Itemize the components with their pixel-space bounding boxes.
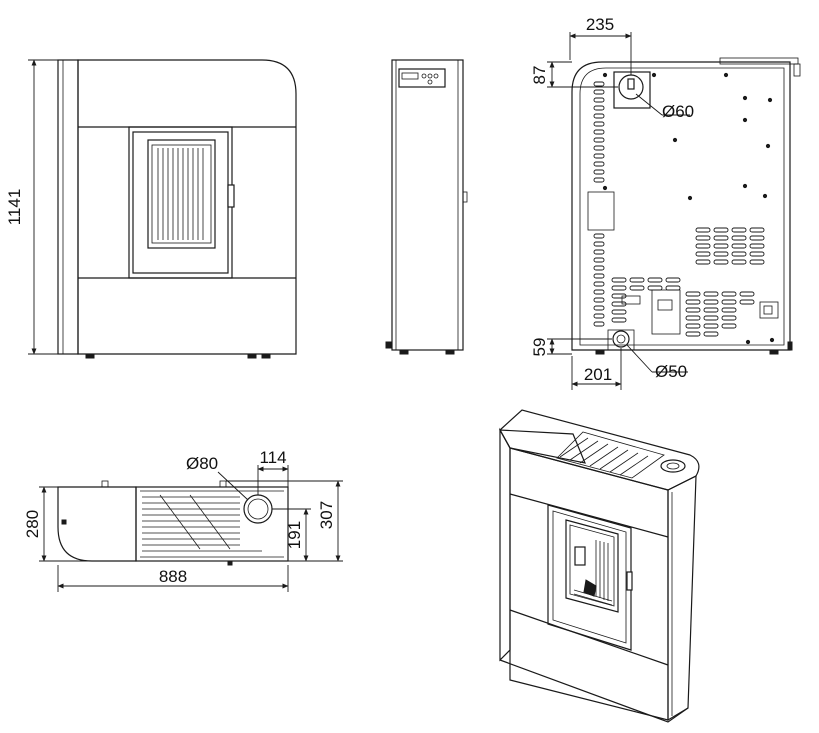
top-view: Ø80 114 280 191 307 888 [23,448,343,592]
rear-air-inlet [612,330,630,348]
iso-flue-outlet [660,459,686,473]
rear-left-vents [593,81,605,327]
control-panel [398,68,446,88]
rear-flue-plate [613,71,651,109]
rear-inlet-diameter-label: Ø50 [655,362,687,381]
front-height-label: 1141 [5,189,24,226]
top-depth-label: 280 [23,510,42,538]
front-firebox-grate [157,148,204,240]
rear-mounting-holes [602,72,773,201]
iso-firebox [573,540,613,606]
side-view [385,59,468,355]
door-handle [227,184,235,208]
rear-inlet-bottom-label: 59 [530,338,549,357]
top-flue-depth-label: 191 [285,521,304,549]
rear-flue-top-label: 87 [530,66,549,85]
top-flue-diameter-label: Ø80 [186,454,218,473]
rear-right-vents [695,227,765,265]
top-width-label: 888 [159,567,187,586]
rear-flue-diameter-label: Ø60 [662,102,694,121]
rear-flue-offset-label: 235 [586,15,614,34]
rear-lower-vents [611,277,755,337]
iso-door-handle [626,571,633,591]
iso-top-grille [556,431,665,479]
top-flue-side-label: 114 [259,448,286,467]
rear-view: 235 87 Ø60 59 201 Ø50 [530,15,801,390]
top-total-depth-label: 307 [317,501,336,529]
isometric-view [498,409,700,723]
rear-inlet-offset-label: 201 [584,365,612,384]
front-view: 1141 [5,59,297,359]
top-grille [142,494,262,552]
